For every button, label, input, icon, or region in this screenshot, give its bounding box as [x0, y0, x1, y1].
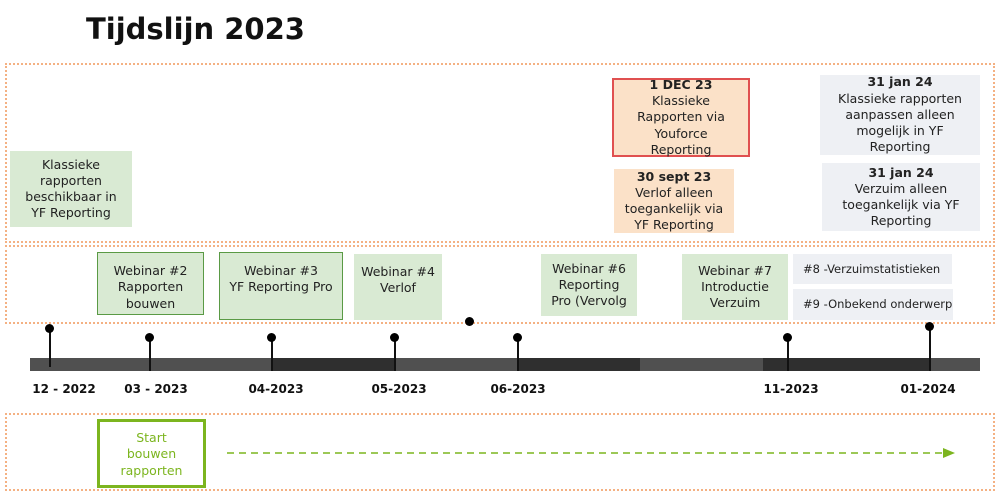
timeline-segment [763, 358, 930, 371]
milestone-text: Verlof alleen toegankelijk via YF Report… [624, 184, 724, 233]
upcoming-label: #9 -Onbekend onderwerp [803, 297, 953, 312]
axis-label: 11-2023 [763, 382, 819, 396]
timeline-segment [30, 358, 272, 371]
pin-dot [267, 333, 276, 342]
build-lane [5, 413, 995, 491]
webinar-title: Webinar #7 [698, 262, 772, 278]
axis-label: 03 - 2023 [124, 382, 188, 396]
pin-dot [390, 333, 399, 342]
axis-label: 04-2023 [248, 382, 304, 396]
timeline-pin [49, 329, 51, 367]
timeline-segment [640, 358, 763, 371]
axis-label: 12 - 2022 [32, 382, 96, 396]
milestone-date: 31 jan 24 [867, 74, 933, 90]
pin-dot [45, 324, 54, 333]
webinar-subtitle: Pro (Vervolg [551, 293, 627, 309]
axis-label: 05-2023 [371, 382, 427, 396]
timeline-pin [394, 338, 396, 371]
webinar-subtitle: Verlof [380, 280, 416, 296]
milestones-lane [5, 63, 995, 243]
webinar-title: Webinar #3 [244, 263, 318, 278]
pin-dot [925, 322, 934, 331]
webinars-lane [5, 245, 995, 324]
webinar-subtitle: bouwen [125, 295, 176, 311]
milestone-text: Klassieke rapporten beschikbaar in YF Re… [25, 156, 117, 221]
page-title: Tijdslijn 2023 [86, 12, 305, 46]
timeline-pin [787, 338, 789, 371]
timeline-pin [149, 338, 151, 371]
upcoming-webinar: #9 -Onbekend onderwerp [793, 289, 953, 320]
timeline-segment [272, 358, 395, 371]
webinar-title: Webinar #2 [113, 263, 188, 278]
pin-dot [783, 333, 792, 342]
timeline-segment [518, 358, 640, 371]
milestone-text: Klassieke Rapporten via Youforce Reporti… [637, 93, 725, 157]
timeline-segment [395, 358, 518, 371]
webinar-title: Webinar #4 [361, 264, 435, 279]
webinar-subtitle: Introductie [701, 278, 769, 294]
timeline-segment [930, 358, 980, 371]
webinar-subtitle: YF Reporting Pro [229, 279, 333, 295]
pin-dot [513, 333, 522, 342]
timeline-pin [517, 338, 519, 371]
upcoming-label: #8 -Verzuimstatistieken [803, 261, 941, 276]
build-box: Start bouwen rapporten [97, 419, 206, 488]
webinar-subtitle: Verzuim [709, 295, 761, 311]
timeline-pin [929, 326, 931, 371]
axis-label: 01-2024 [900, 382, 956, 396]
milestone-date: 31 jan 24 [868, 164, 934, 180]
milestone-text: Klassieke rapporten aanpassen alleen mog… [838, 90, 962, 155]
axis-label: 06-2023 [490, 382, 546, 396]
build-label: Start bouwen rapporten [120, 430, 183, 478]
pin-dot [465, 317, 474, 326]
pin-dot [145, 333, 154, 342]
milestone-text: Verzuim alleen toegankelijk via YF Repor… [842, 180, 960, 229]
upcoming-webinar: #8 -Verzuimstatistieken [793, 254, 952, 284]
webinar-title: Webinar #6 [552, 260, 626, 276]
milestone-date: 1 DEC 23 [649, 76, 713, 92]
milestone-box: Klassieke rapporten beschikbaar in YF Re… [10, 151, 132, 227]
webinar-subtitle: Reporting [558, 276, 620, 292]
dashed-arrow-icon [227, 448, 955, 458]
milestone-date: 30 sept 23 [636, 168, 712, 184]
timeline-pin [271, 338, 273, 371]
webinar-subtitle: Rapporten [117, 279, 184, 295]
